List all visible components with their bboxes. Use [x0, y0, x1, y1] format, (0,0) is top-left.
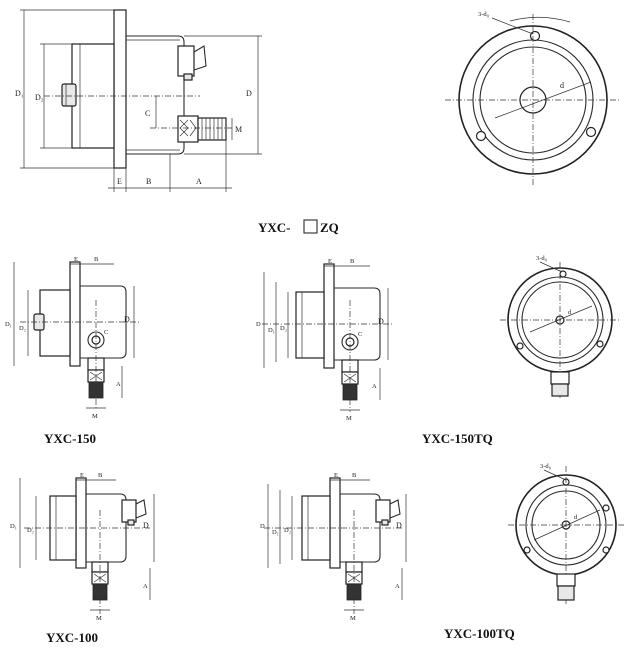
caption-yxc100tq: YXC-100TQ: [444, 626, 515, 641]
main-front-bolt-hole: [529, 30, 541, 42]
svg-text:C: C: [104, 329, 108, 336]
main-dim-a: A: [196, 177, 202, 186]
main-dim-d1: D₁: [15, 89, 24, 98]
caption-yxc100: YXC-100: [46, 630, 98, 645]
svg-text:3-d₀: 3-d₀: [540, 463, 551, 470]
yxc150tq-front-view: d 3-d₀: [500, 255, 620, 398]
svg-text:D: D: [378, 317, 384, 326]
svg-text:D₂: D₂: [280, 325, 287, 332]
svg-text:D₁: D₁: [272, 529, 279, 536]
main-flange: [113, 9, 127, 169]
main-front-holes-label: 3-d₀: [478, 11, 489, 18]
main-front-view: d 3-d₀: [445, 11, 621, 186]
main-caption: YXC- ZQ: [258, 219, 339, 235]
main-dim-m: M: [235, 125, 242, 134]
caption-yxc150tq: YXC-150TQ: [422, 431, 493, 446]
svg-text:D: D: [260, 523, 265, 530]
main-adjust-knob: [61, 83, 77, 107]
svg-text:D₂: D₂: [19, 325, 26, 332]
main-dim-b: B: [146, 177, 151, 186]
svg-text:B: B: [98, 472, 103, 479]
caption-yxc150: YXC-150: [44, 431, 96, 446]
svg-text:D₁: D₁: [268, 327, 275, 334]
main-dim-d: D: [246, 89, 252, 98]
svg-text:B: B: [352, 472, 357, 479]
main-dim-d2: D₂: [35, 93, 44, 102]
caption-main-suffix: ZQ: [320, 220, 339, 235]
svg-text:M: M: [346, 415, 352, 422]
svg-text:D: D: [256, 321, 261, 328]
main-junction-box: [177, 45, 195, 77]
svg-text:E: E: [74, 256, 78, 263]
svg-text:3-d₀: 3-d₀: [536, 255, 547, 262]
svg-text:d: d: [568, 309, 572, 316]
svg-text:d: d: [574, 514, 578, 521]
svg-text:D₁: D₁: [10, 523, 17, 530]
main-dim-e: E: [117, 177, 122, 186]
svg-text:B: B: [350, 258, 355, 265]
svg-text:D₂: D₂: [27, 527, 34, 534]
main-dim-c: C: [145, 109, 150, 118]
svg-text:A: A: [395, 583, 400, 590]
svg-text:E: E: [334, 472, 338, 479]
svg-text:E: E: [80, 472, 84, 479]
svg-text:E: E: [328, 258, 332, 265]
caption-main: YXC-: [258, 220, 291, 235]
yxc100-side-view: D₁ D₂ D A E B M: [10, 472, 155, 622]
main-thread: [197, 117, 227, 141]
yxc150-side-view: D₁ D₂ D C A E B M: [5, 256, 140, 420]
svg-text:C: C: [358, 331, 362, 338]
svg-text:M: M: [92, 413, 98, 420]
svg-text:M: M: [96, 615, 102, 622]
yxc150tq-side-view: D D₁ D₂ D C A E B M: [256, 258, 394, 422]
caption-placeholder-box: [303, 219, 318, 234]
svg-text:M: M: [350, 615, 356, 622]
svg-text:D: D: [124, 315, 130, 324]
main-front-dim-d: d: [560, 81, 564, 90]
svg-text:A: A: [143, 583, 148, 590]
main-side-view: D₁ D₂ D C M E B A: [15, 9, 262, 192]
svg-text:D₂: D₂: [284, 527, 291, 534]
svg-text:D₁: D₁: [5, 321, 12, 328]
svg-text:A: A: [116, 381, 121, 388]
yxc100tq-front-view: d 3-d₀: [508, 463, 624, 604]
main-case: [126, 35, 185, 155]
svg-text:D: D: [143, 521, 149, 530]
yxc100tq-side-view: D D₁ D₂ D A E B M: [260, 472, 407, 622]
svg-text:B: B: [94, 256, 99, 263]
svg-text:A: A: [372, 383, 377, 390]
svg-text:D: D: [396, 521, 402, 530]
